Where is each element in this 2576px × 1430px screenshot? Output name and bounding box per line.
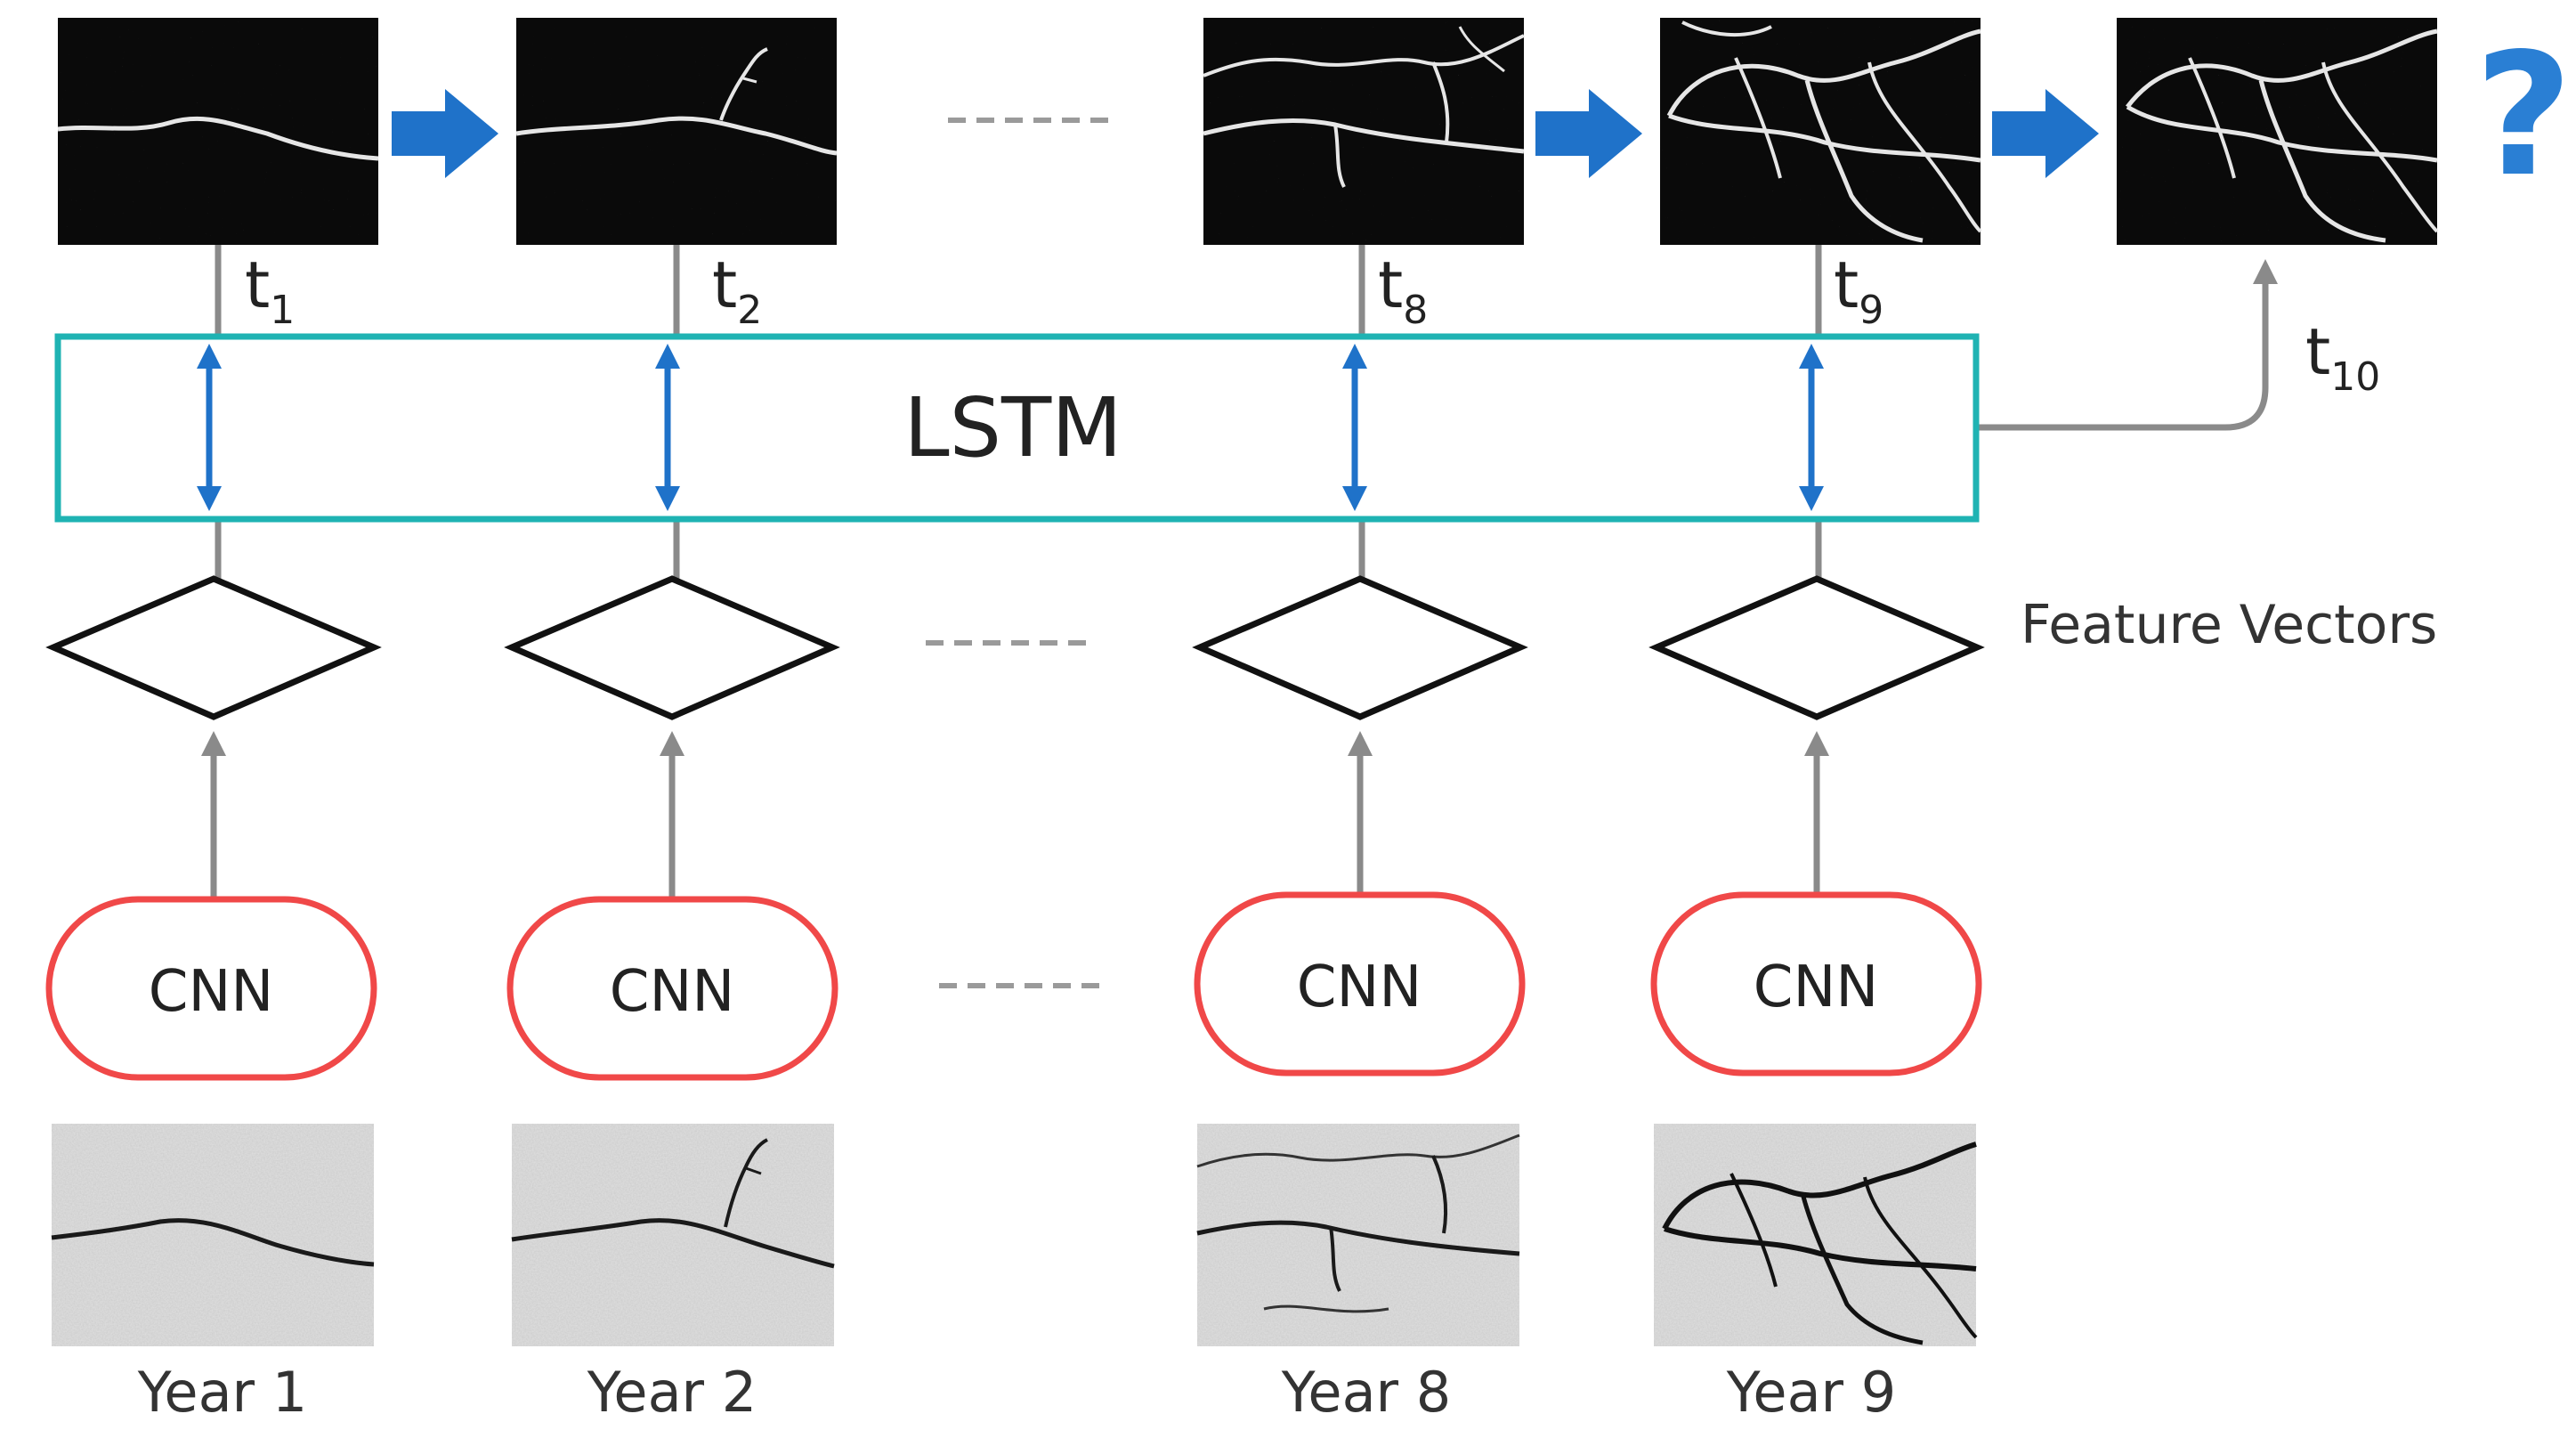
- bidirectional-arrows: [197, 344, 1824, 511]
- connector-lines: [201, 245, 2278, 899]
- block-arrow-icon: [392, 89, 498, 178]
- time-label-t10: t10: [2305, 314, 2380, 400]
- feature-vector-diamond: [504, 575, 840, 720]
- crack-mask-year-8: [1203, 18, 1525, 245]
- time-label-t8: t8: [1378, 248, 1428, 333]
- time-label-t1: t1: [245, 248, 295, 333]
- svg-text:CNN: CNN: [1754, 955, 1878, 1020]
- year-label: Year 1: [137, 1360, 307, 1425]
- year-label: Year 2: [587, 1360, 757, 1425]
- crack-mask-predicted: [2117, 18, 2439, 245]
- svg-text:CNN: CNN: [610, 959, 734, 1025]
- lstm-box: [54, 333, 1980, 523]
- feature-vectors-label: Feature Vectors: [2021, 594, 2437, 656]
- feature-vector-diamond: [1648, 575, 1985, 720]
- crack-mask-year-2: [515, 18, 838, 245]
- cnn-node-year-9: CNN: [1650, 891, 1982, 1077]
- feature-vector-diamond: [1192, 575, 1528, 720]
- feature-vector-diamond: [45, 575, 382, 720]
- svg-text:CNN: CNN: [149, 959, 273, 1025]
- concrete-photo-year-1: [51, 1124, 375, 1346]
- block-arrow-icon: [1535, 89, 1642, 178]
- feature-vector-diamonds: [45, 575, 1985, 720]
- year-label: Year 8: [1281, 1360, 1451, 1425]
- crack-mask-year-1: [57, 18, 379, 245]
- svg-text:CNN: CNN: [1297, 955, 1422, 1020]
- time-label-t2: t2: [712, 248, 762, 333]
- prediction-question-mark: ?: [2475, 17, 2572, 214]
- concrete-photo-year-2: [511, 1124, 835, 1346]
- crack-mask-year-9: [1660, 18, 1982, 245]
- cnn-node-year-8: CNN: [1194, 891, 1526, 1077]
- concrete-photo-year-9: [1654, 1124, 1978, 1346]
- block-arrow-icon: [1992, 89, 2099, 178]
- cnn-node-year-1: CNN: [45, 896, 377, 1081]
- year-label: Year 9: [1726, 1360, 1896, 1425]
- concrete-photo-year-8: [1196, 1124, 1520, 1346]
- time-label-t9: t9: [1834, 248, 1883, 333]
- cnn-node-year-2: CNN: [506, 896, 838, 1081]
- lstm-label: LSTM: [903, 380, 1122, 475]
